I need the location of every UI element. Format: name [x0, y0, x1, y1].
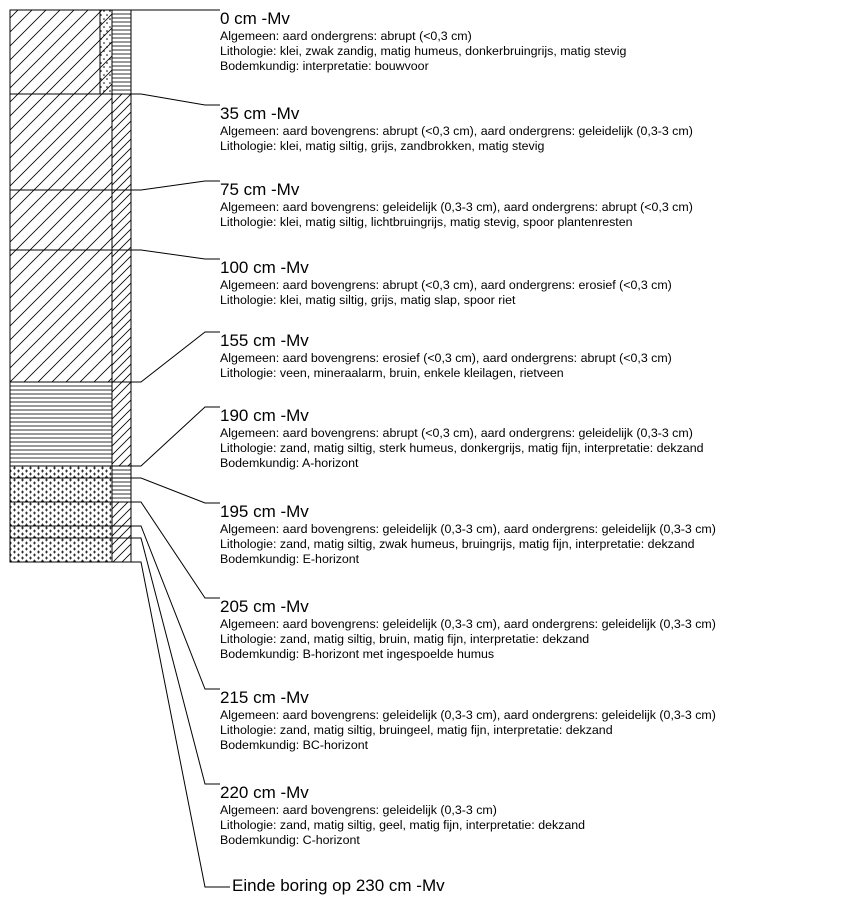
leader-line-3: [131, 249, 220, 260]
layer-description-line: Lithologie: klei, matig siltig, grijs, z…: [220, 139, 545, 153]
layer-description-line: Algemeen: aard bovengrens: abrupt (<0,3 …: [220, 124, 693, 138]
layer-depth-label: 155 cm -Mv: [220, 331, 309, 350]
layer-description-line: Lithologie: zand, matig siltig, zwak hum…: [220, 537, 695, 551]
layer-4-side-fill: [111, 381, 132, 467]
layer-3-main-fill: [9, 249, 113, 383]
layer-description-line: Lithologie: klei, zwak zandig, matig hum…: [220, 44, 627, 58]
layer-description-line: Lithologie: zand, matig siltig, bruin, m…: [220, 632, 590, 646]
layer-depth-label: 215 cm -Mv: [220, 688, 309, 707]
side-column: [99, 9, 132, 563]
layer-description-line: Algemeen: aard ondergrens: abrupt (<0,3 …: [220, 29, 472, 43]
layer-description-line: Algemeen: aard bovengrens: geleidelijk (…: [220, 522, 716, 536]
layer-2-side-fill: [111, 189, 132, 251]
layer-description-line: Bodemkundig: E-horizont: [220, 552, 360, 566]
layer-description-line: Lithologie: zand, matig siltig, sterk hu…: [220, 441, 704, 455]
layer-description-line: Bodemkundig: B-horizont met ingespoelde …: [220, 647, 495, 661]
layer-depth-label: 220 cm -Mv: [220, 783, 309, 802]
leader-line-2: [131, 180, 220, 191]
leader-line-5: [131, 406, 220, 467]
layer-depth-label: 100 cm -Mv: [220, 258, 309, 277]
layer-description-line: Bodemkundig: BC-horizont: [220, 738, 369, 752]
layer-7-side-fill: [111, 501, 132, 527]
layer-description-line: Lithologie: zand, matig siltig, geel, ma…: [220, 818, 586, 832]
layer-9-main-fill: [9, 537, 113, 563]
soil-column: [9, 9, 113, 563]
layer-description-line: Algemeen: aard bovengrens: geleidelijk (…: [220, 200, 693, 214]
layer-description-line: Bodemkundig: C-horizont: [220, 833, 360, 847]
layer-9-side-fill: [111, 537, 132, 563]
leader-line-end: [131, 561, 230, 888]
layer-description-line: Lithologie: veen, mineraalarm, bruin, en…: [220, 366, 564, 380]
layer-depth-label: 35 cm -Mv: [220, 104, 300, 123]
layer-5-side-fill: [111, 465, 132, 479]
end-of-boring-label: Einde boring op 230 cm -Mv: [232, 876, 445, 895]
layer-1-main-fill: [9, 93, 113, 191]
layer-depth-label: 75 cm -Mv: [220, 180, 300, 199]
leader-line-8: [131, 525, 220, 690]
layer-depth-label: 190 cm -Mv: [220, 406, 309, 425]
layer-6-main-fill: [9, 477, 113, 503]
leader-line-7: [131, 501, 220, 599]
layer-description-line: Lithologie: klei, matig siltig, grijs, m…: [220, 293, 516, 307]
layer-0-main-fill: [9, 9, 113, 95]
leader-line-6: [131, 477, 220, 504]
layer-description-line: Algemeen: aard bovengrens: abrupt (<0,3 …: [220, 278, 672, 292]
layer-depth-label: 195 cm -Mv: [220, 502, 309, 521]
layer-6-side-fill: [111, 477, 132, 503]
layer-description-line: Bodemkundig: A-horizont: [220, 456, 359, 470]
layer-description-line: Algemeen: aard bovengrens: abrupt (<0,3 …: [220, 426, 693, 440]
layer-depth-label: 0 cm -Mv: [220, 9, 290, 28]
layer-2-main-fill: [9, 189, 113, 251]
layer-description-line: Algemeen: aard bovengrens: erosief (<0,3…: [220, 351, 672, 365]
leader-line-9: [131, 537, 220, 785]
layer-3-side-fill: [111, 249, 132, 383]
layer-7-main-fill: [9, 501, 113, 527]
layer-description-line: Lithologie: klei, matig siltig, lichtbru…: [220, 215, 633, 229]
layer-8-main-fill: [9, 525, 113, 539]
layer-4-main-fill: [9, 381, 113, 467]
layer-description-line: Algemeen: aard bovengrens: geleidelijk (…: [220, 617, 716, 631]
layer-depth-label: 205 cm -Mv: [220, 597, 309, 616]
leader-line-4: [131, 331, 220, 383]
layer-0-side-fill: [111, 9, 132, 95]
layer-description-line: Lithologie: zand, matig siltig, bruingee…: [220, 723, 613, 737]
layer-description-line: Algemeen: aard bovengrens: geleidelijk (…: [220, 708, 716, 722]
layer-description-line: Bodemkundig: interpretatie: bouwvoor: [220, 59, 429, 73]
layer-1-side-fill: [111, 93, 132, 191]
layer-5-main-fill: [9, 465, 113, 479]
layer-8-side-fill: [111, 525, 132, 539]
layer-description-line: Algemeen: aard bovengrens: geleidelijk (…: [220, 803, 497, 817]
leader-line-1: [131, 93, 220, 106]
layer-0-dots-fill: [99, 9, 113, 95]
leader-lines: [131, 9, 230, 888]
